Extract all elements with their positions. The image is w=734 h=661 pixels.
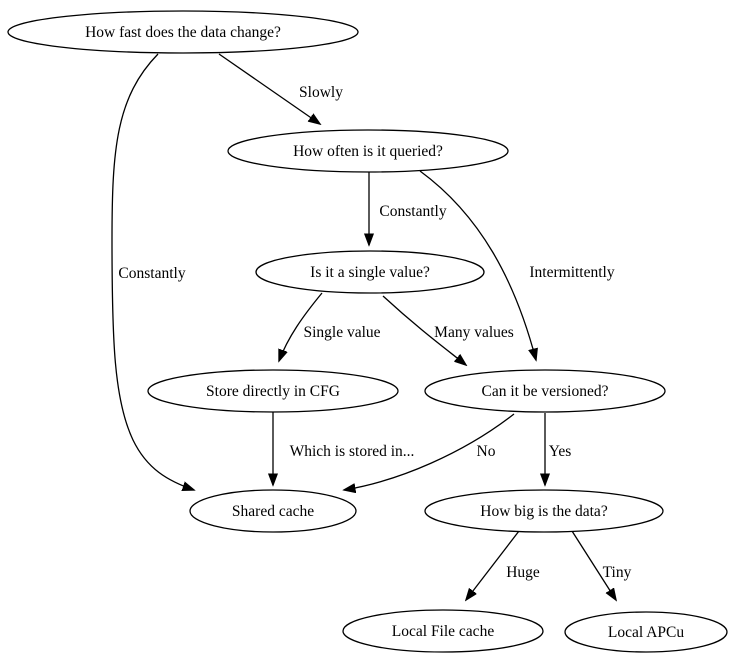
edge-how-big-to-local-apcu: Tiny [571,530,632,600]
edge-label-single-value: Single value [303,324,380,341]
node-how-big-shape [424,489,664,533]
edge-label-many-values: Many values [434,324,514,341]
node-local-file-shape [342,609,544,653]
edge-how-fast-to-how-often: Slowly [218,53,343,124]
edge-label-yes: Yes [549,443,572,460]
node-how-fast-label: How fast does the data change? [85,24,281,41]
edge-line [382,295,466,365]
edge-how-big-to-local-file: Huge [466,530,540,600]
edge-how-often-to-versioned: Intermittently [419,170,615,360]
edge-line [279,292,323,361]
node-how-big: How big is the data? [424,489,664,533]
node-local-file-label: Local File cache [392,623,495,640]
node-versioned-shape [424,369,666,413]
edge-label-constantly-mid: Constantly [379,203,446,220]
node-how-fast: How fast does the data change? [7,10,359,54]
edge-single-value-to-versioned: Many values [382,295,514,365]
node-local-apcu-label: Local APCu [608,624,684,641]
node-store-cfg-label: Store directly in CFG [206,383,340,400]
node-shared-cache-shape [189,489,357,533]
node-single-value-shape [255,250,485,294]
node-single-value: Is it a single value? [255,250,485,294]
edge-line [419,170,536,360]
node-store-cfg-shape [147,369,399,413]
node-how-often-label: How often is it queried? [293,143,443,160]
edge-versioned-to-how-big: Yes [545,413,571,485]
edge-line [344,413,515,490]
node-how-often: How often is it queried? [227,129,509,173]
edge-label-slowly: Slowly [299,84,343,101]
edge-single-value-to-store-cfg: Single value [279,292,381,361]
node-single-value-label: Is it a single value? [310,264,430,281]
node-local-file: Local File cache [342,609,544,653]
edge-store-cfg-to-shared-cache: Which is stored in... [273,412,414,485]
edge-line [111,53,194,490]
node-shared-cache: Shared cache [189,489,357,533]
edge-line [218,53,320,124]
node-versioned: Can it be versioned? [424,369,666,413]
edge-how-often-to-single-value: Constantly [369,172,447,245]
node-how-big-label: How big is the data? [480,503,608,520]
node-shared-cache-label: Shared cache [232,503,314,520]
edge-label-constantly-left: Constantly [118,265,185,282]
node-store-cfg: Store directly in CFG [147,369,399,413]
node-how-fast-shape [7,10,359,54]
edge-how-fast-to-shared-cache: Constantly [111,53,194,490]
edge-label-no: No [477,443,496,460]
edge-label-tiny: Tiny [603,564,632,581]
node-versioned-label: Can it be versioned? [482,383,609,400]
node-how-often-shape [227,129,509,173]
node-local-apcu-shape [564,611,728,653]
edge-label-which-stored: Which is stored in... [290,443,415,460]
edge-label-intermittently: Intermittently [529,264,614,281]
edge-label-huge: Huge [506,564,540,581]
edge-versioned-to-shared-cache: No [344,413,515,490]
edge-line [571,530,616,600]
edge-line [466,530,520,600]
node-local-apcu: Local APCu [564,611,728,653]
